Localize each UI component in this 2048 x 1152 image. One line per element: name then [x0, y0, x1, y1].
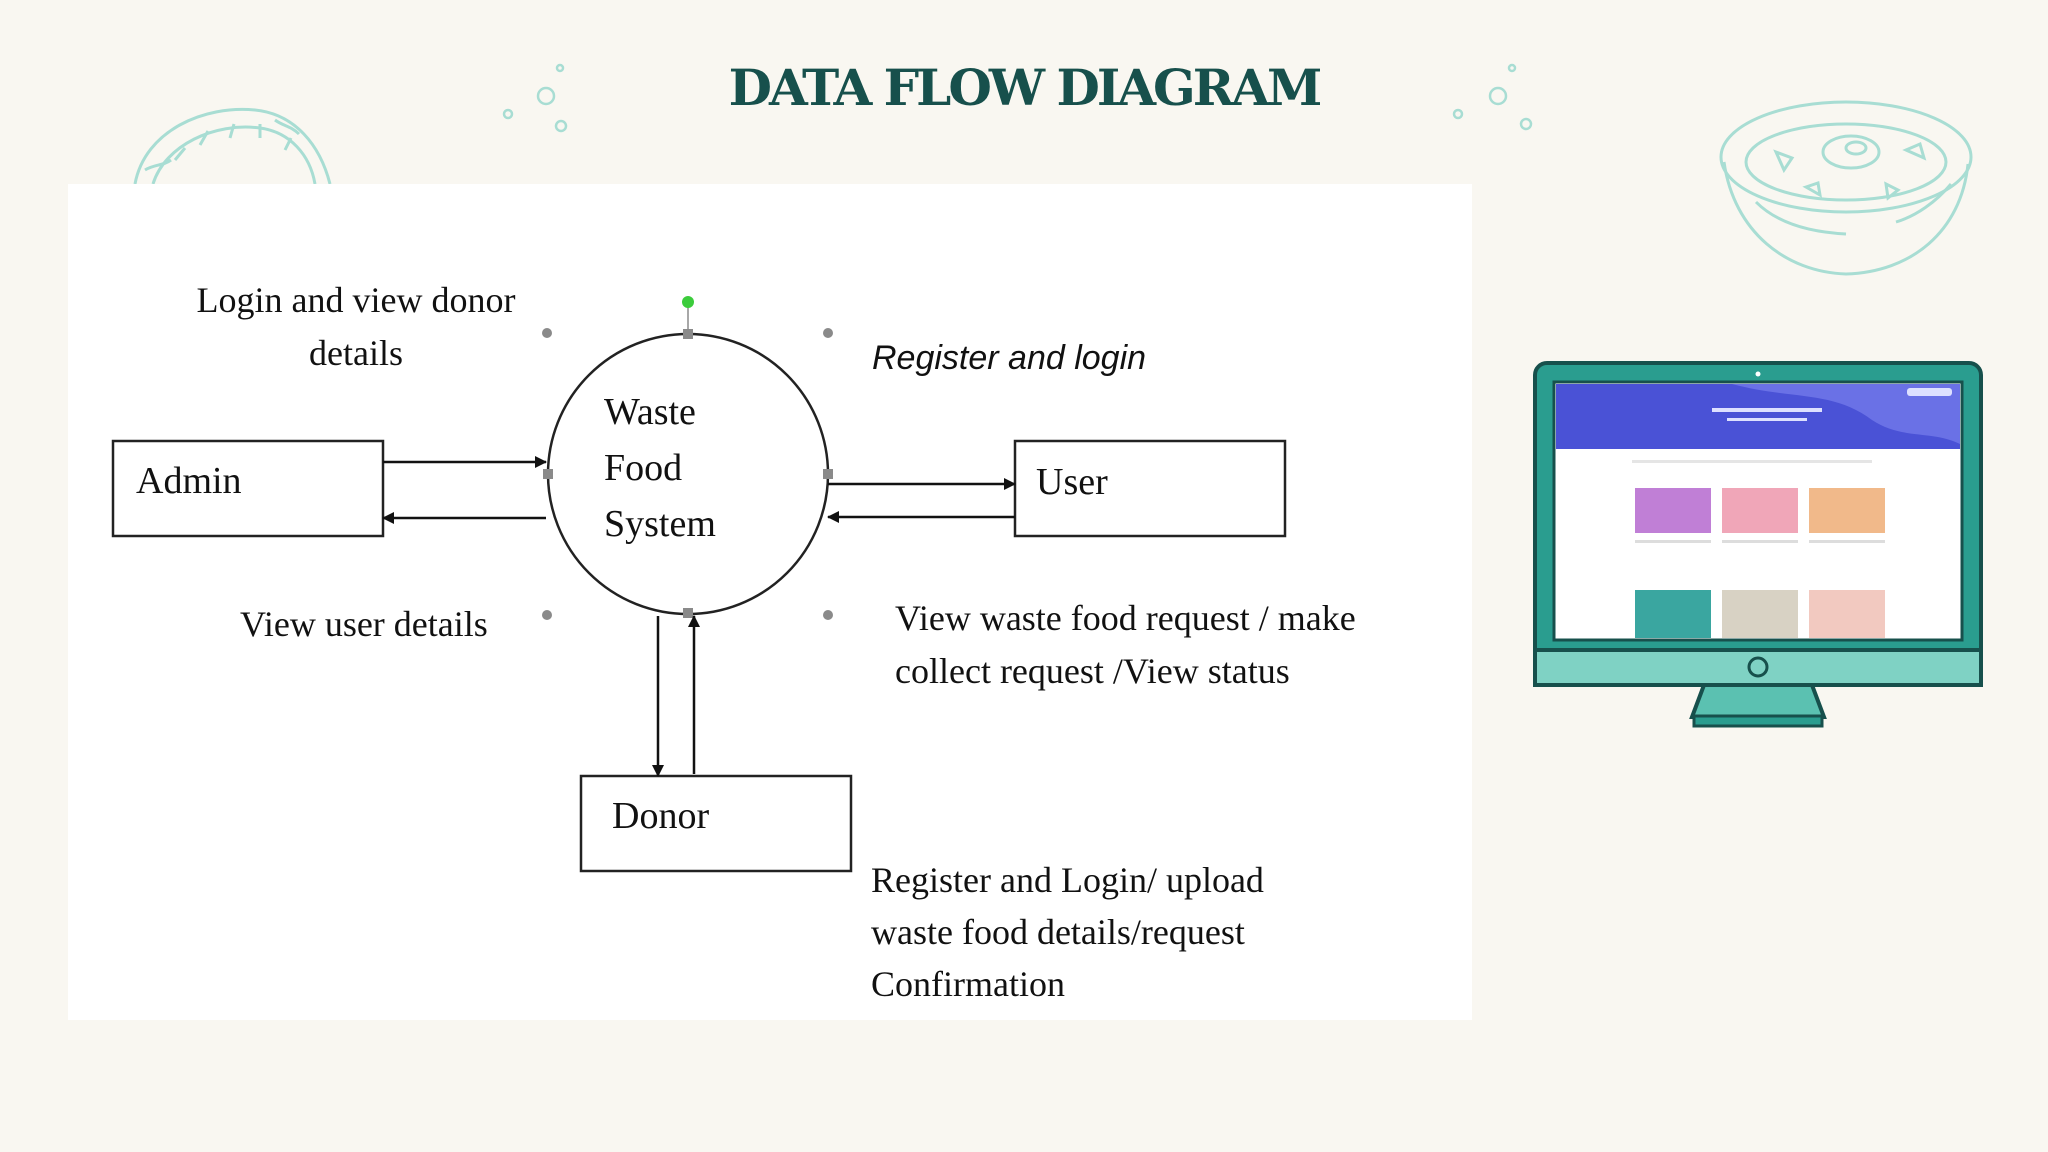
process-label-line1: Waste: [604, 391, 696, 433]
flow-label-admin-bottom: View user details: [240, 604, 488, 644]
bubble-dots-icon: [502, 63, 568, 133]
flow-label-donor: Register and Login/ upload waste food de…: [871, 860, 1264, 1004]
admin-label: Admin: [136, 460, 242, 502]
flow-label-user-top: Register and login: [872, 339, 1147, 377]
flow-label-admin-top: Login and view donor details: [196, 280, 516, 373]
taco-sketch-icon: [133, 107, 332, 184]
desktop-monitor-icon: [1533, 361, 1983, 728]
process-label-line2: Food: [604, 447, 683, 489]
data-flow-diagram: Admin User Donor Waste Food System Login…: [68, 184, 1472, 1020]
admin-entity-box: [111, 439, 385, 538]
user-label: User: [1036, 461, 1108, 503]
bubble-dots-icon: [1452, 63, 1533, 131]
selection-handles: [542, 328, 833, 620]
rotate-handle: [682, 296, 694, 308]
process-label: Waste Food System: [604, 384, 716, 552]
donor-label: Donor: [612, 795, 710, 837]
flow-label-user-bottom: View waste food request / make collect r…: [895, 598, 1356, 691]
process-label-line3: System: [604, 503, 716, 545]
salad-bowl-sketch-icon: [1719, 100, 1973, 276]
donor-entity-box: [579, 774, 853, 873]
diagram-lines: [111, 296, 1287, 873]
page-title: DATA FLOW DIAGRAM: [728, 58, 1323, 117]
